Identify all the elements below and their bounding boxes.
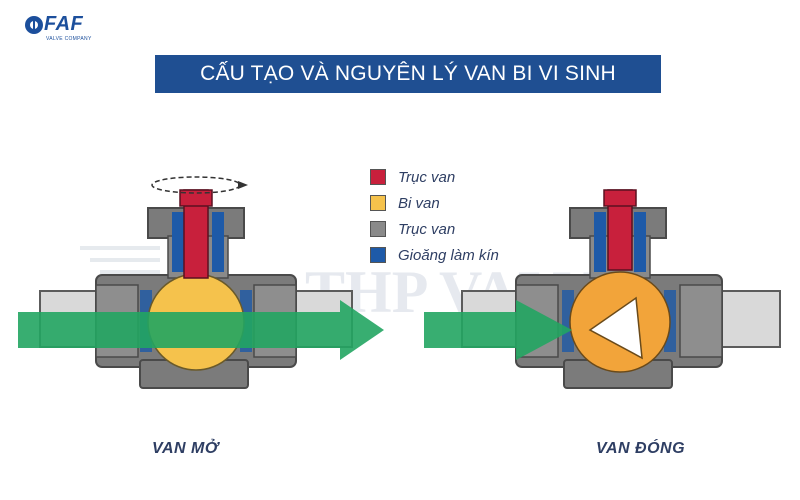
open-valve-flow-arrow [18, 300, 384, 360]
logo-text: FAF [44, 13, 84, 35]
legend-item: Trục van [370, 216, 499, 242]
legend: Trục van Bi van Trục van Gioăng làm kín [370, 164, 499, 268]
legend-label: Bi van [398, 194, 440, 212]
legend-swatch-stem-red [370, 169, 386, 185]
legend-label: Trục van [398, 220, 456, 238]
legend-label: Trục van [398, 168, 456, 186]
closed-valve-pipe-right [717, 290, 781, 348]
legend-item: Gioăng làm kín [370, 242, 499, 268]
legend-item: Trục van [370, 164, 499, 190]
closed-valve [424, 189, 781, 389]
watermark-stripes [80, 246, 160, 274]
legend-swatch-seal-blue [370, 247, 386, 263]
closed-valve-bore [588, 296, 643, 360]
caption-closed-valve: VAN ĐÓNG [596, 440, 686, 457]
caption-open-valve: VAN MỞ [152, 440, 219, 457]
open-valve-seal [172, 212, 184, 272]
faf-logo-mark [25, 16, 43, 34]
legend-swatch-body-gray [370, 221, 386, 237]
closed-valve-flow-arrow [424, 300, 572, 360]
legend-item: Bi van [370, 190, 499, 216]
legend-label: Gioăng làm kín [398, 246, 499, 264]
logo-subtext: VALVE COMPANY [46, 36, 92, 42]
page-title: CẤU TẠO VÀ NGUYÊN LÝ VAN BI VI SINH [155, 55, 661, 93]
open-valve [18, 176, 384, 389]
legend-swatch-ball-yellow [370, 195, 386, 211]
